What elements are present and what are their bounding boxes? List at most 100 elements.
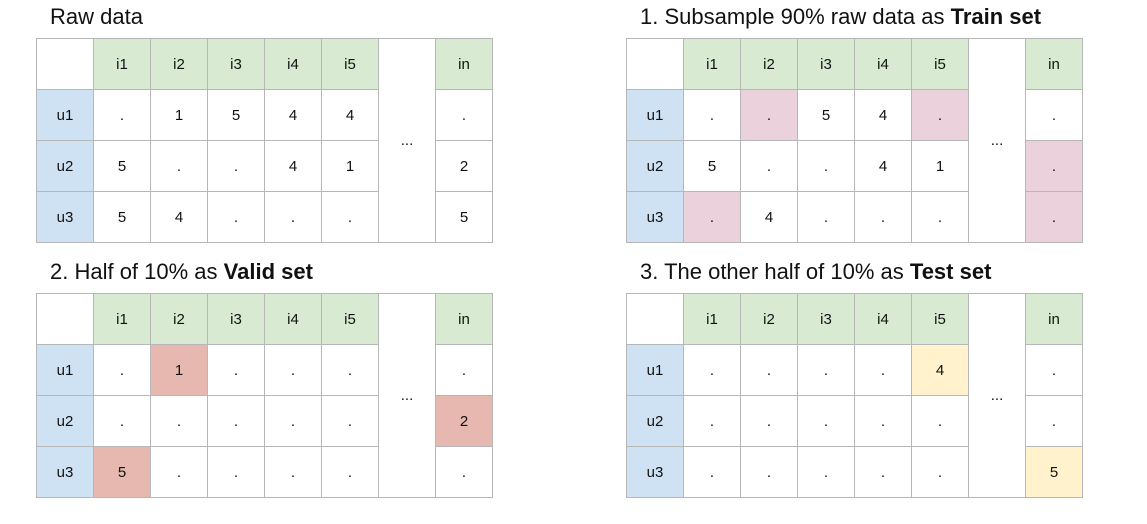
cell-u1-i2: 1 [150, 89, 208, 141]
cell-u2-i3: . [797, 395, 855, 447]
cell-u2-i4: 4 [854, 140, 912, 192]
cell-u1-i3: 5 [797, 89, 855, 141]
cell-u3-i2: . [740, 446, 798, 498]
corner-cell [626, 293, 684, 345]
cell-u1-in: . [1025, 344, 1083, 396]
row-header-u1: u1 [36, 344, 94, 396]
cell-u2-i1: 5 [683, 140, 741, 192]
cell-u3-i5: . [321, 446, 379, 498]
highlighted-cell-u3-in: . [1025, 191, 1083, 243]
cell-u2-i2: . [150, 395, 208, 447]
row-header-u3: u3 [36, 191, 94, 243]
cell-u2-i3: . [207, 140, 265, 192]
corner-cell [626, 38, 684, 90]
cell-u3-i4: . [854, 446, 912, 498]
highlighted-cell-u2-in: 2 [435, 395, 493, 447]
panel-title: 3. The other half of 10% as Test set [640, 259, 992, 284]
row-header-u3: u3 [36, 446, 94, 498]
cell-u3-i1: . [683, 446, 741, 498]
column-header-i5: i5 [911, 293, 969, 345]
table-row: u3.....5 [626, 446, 1083, 498]
column-header-i2: i2 [740, 38, 798, 90]
table-row: u1....4. [626, 344, 1083, 396]
ellipsis-column: ... [378, 38, 436, 243]
column-header-i4: i4 [854, 293, 912, 345]
cell-u1-i1: . [683, 344, 741, 396]
cell-u2-i5: . [321, 395, 379, 447]
cell-u3-i2: 4 [150, 191, 208, 243]
ellipsis-column: ... [968, 38, 1026, 243]
cell-u2-i3: . [797, 140, 855, 192]
column-header-i2: i2 [150, 293, 208, 345]
column-header-i3: i3 [797, 293, 855, 345]
cell-u1-i3: . [207, 344, 265, 396]
cell-u1-i1: . [683, 89, 741, 141]
cell-u3-i5: . [911, 191, 969, 243]
column-header-i3: i3 [207, 38, 265, 90]
cell-u1-i1: . [93, 89, 151, 141]
cell-u2-in: . [1025, 395, 1083, 447]
column-header-i3: i3 [797, 38, 855, 90]
cell-u1-i4: 4 [854, 89, 912, 141]
cell-u1-i4: . [264, 344, 322, 396]
cell-u2-i4: . [854, 395, 912, 447]
cell-u2-i4: . [264, 395, 322, 447]
column-header-i3: i3 [207, 293, 265, 345]
cell-u1-i2: . [740, 344, 798, 396]
train-set-panel: 1. Subsample 90% raw data as Train set i… [626, 4, 1083, 243]
column-header-i1: i1 [93, 293, 151, 345]
cell-u1-in: . [1025, 89, 1083, 141]
row-header-u2: u2 [626, 140, 684, 192]
row-header-u1: u1 [36, 89, 94, 141]
highlighted-cell-u2-in: . [1025, 140, 1083, 192]
cell-u1-i3: 5 [207, 89, 265, 141]
ellipsis-column: ... [968, 293, 1026, 498]
corner-cell [36, 38, 94, 90]
cell-u1-i4: . [854, 344, 912, 396]
cell-u3-i3: . [207, 446, 265, 498]
column-header-in: in [1025, 293, 1083, 345]
cell-u3-i3: . [797, 191, 855, 243]
column-header-i1: i1 [683, 38, 741, 90]
cell-u1-i5: . [321, 344, 379, 396]
cell-u1-i5: 4 [321, 89, 379, 141]
row-header-u1: u1 [626, 344, 684, 396]
highlighted-cell-u1-i5: 4 [911, 344, 969, 396]
column-header-i4: i4 [264, 38, 322, 90]
table-row: u3.4.... [626, 191, 1083, 243]
cell-u2-i4: 4 [264, 140, 322, 192]
column-header-in: in [1025, 38, 1083, 90]
cell-u3-in: 5 [435, 191, 493, 243]
corner-cell [36, 293, 94, 345]
row-header-u2: u2 [36, 140, 94, 192]
cell-u1-in: . [435, 344, 493, 396]
cell-u1-i1: . [93, 344, 151, 396]
cell-u3-i3: . [797, 446, 855, 498]
cell-u2-in: 2 [435, 140, 493, 192]
table-row: u2...... [626, 395, 1083, 447]
table-row: u1.1.... [36, 344, 493, 396]
cell-u1-i4: 4 [264, 89, 322, 141]
cell-u2-i2: . [150, 140, 208, 192]
cell-u2-i1: 5 [93, 140, 151, 192]
highlighted-cell-u1-i2: 1 [150, 344, 208, 396]
row-header-u3: u3 [626, 191, 684, 243]
cell-u3-i3: . [207, 191, 265, 243]
cell-u3-i2: . [150, 446, 208, 498]
cell-u3-i4: . [264, 191, 322, 243]
cell-u2-i5: 1 [321, 140, 379, 192]
column-header-i1: i1 [93, 38, 151, 90]
column-header-i1: i1 [683, 293, 741, 345]
